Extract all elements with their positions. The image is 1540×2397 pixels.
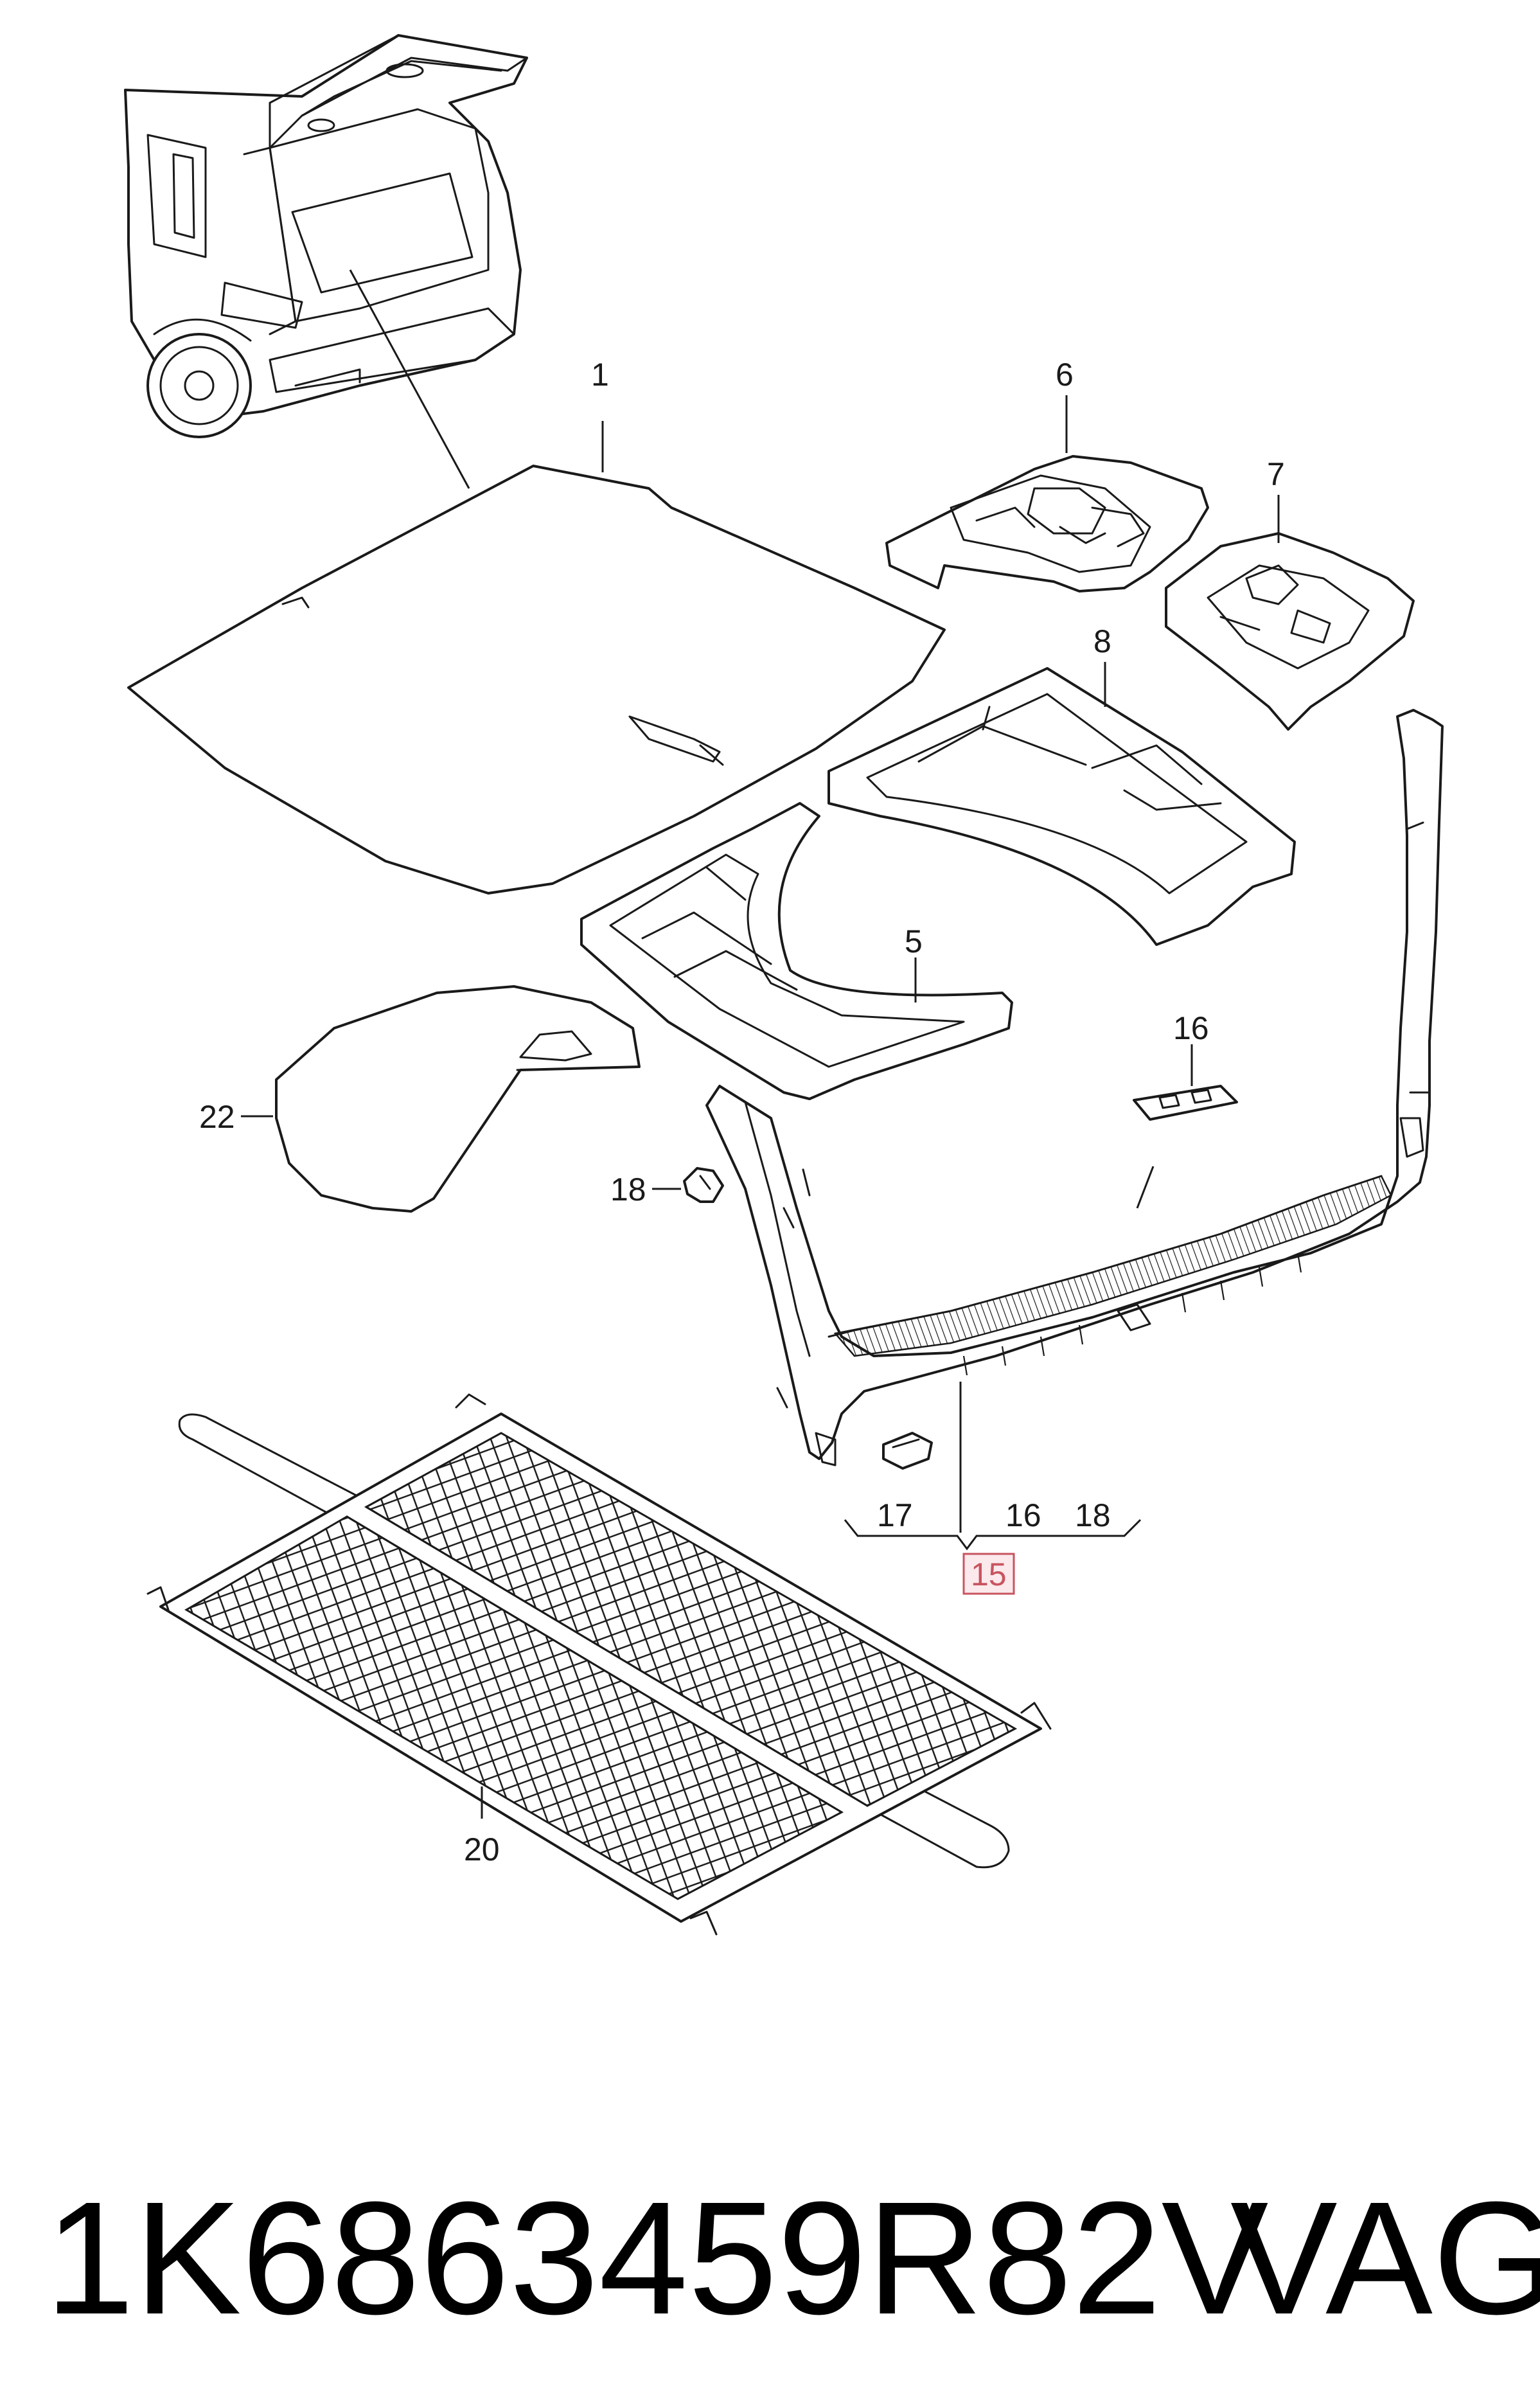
- callout-7: 7: [1267, 456, 1285, 492]
- callout-15-trim-leader: [1136, 1166, 1155, 1209]
- callout-1-leader: [349, 269, 470, 489]
- part-number: 1K6863459R82V: [45, 2168, 1268, 2348]
- callout-6: 6: [1056, 357, 1074, 393]
- callout-15-highlight: [962, 1553, 1015, 1595]
- vehicle-rear-illustration: [124, 34, 528, 438]
- callout-16-top: 16: [1173, 1010, 1209, 1046]
- callout-22: 22: [199, 1099, 235, 1135]
- callout-18-left: 18: [610, 1172, 646, 1207]
- sill-trim-15: [705, 709, 1444, 1466]
- frame-insert-5: [580, 802, 1013, 1100]
- label-16-top: [1133, 1085, 1238, 1121]
- callout-5: 5: [905, 923, 923, 959]
- tool-tray-7: [1165, 532, 1415, 731]
- partition-net-20: [146, 1393, 1052, 1936]
- brand-name: VAG: [1230, 2168, 1540, 2348]
- floor-mat-part: [127, 465, 946, 895]
- foam-insert-6: [885, 455, 1209, 593]
- callout-20: 20: [464, 1831, 500, 1867]
- frame-insert-8: [828, 667, 1296, 946]
- cover-22: [275, 985, 641, 1213]
- callout-15: 15: [971, 1556, 1007, 1592]
- callout-18-bottom: 18: [1075, 1497, 1111, 1533]
- callout-17: 17: [877, 1497, 913, 1533]
- callout-1: 1: [591, 357, 609, 393]
- callout-16-bottom: 16: [1005, 1497, 1041, 1533]
- clip-17: [882, 1432, 933, 1470]
- callout-15-group: 17 16 18 15: [844, 1382, 1142, 1595]
- clip-18-left: [683, 1167, 724, 1203]
- callout-8: 8: [1093, 623, 1111, 659]
